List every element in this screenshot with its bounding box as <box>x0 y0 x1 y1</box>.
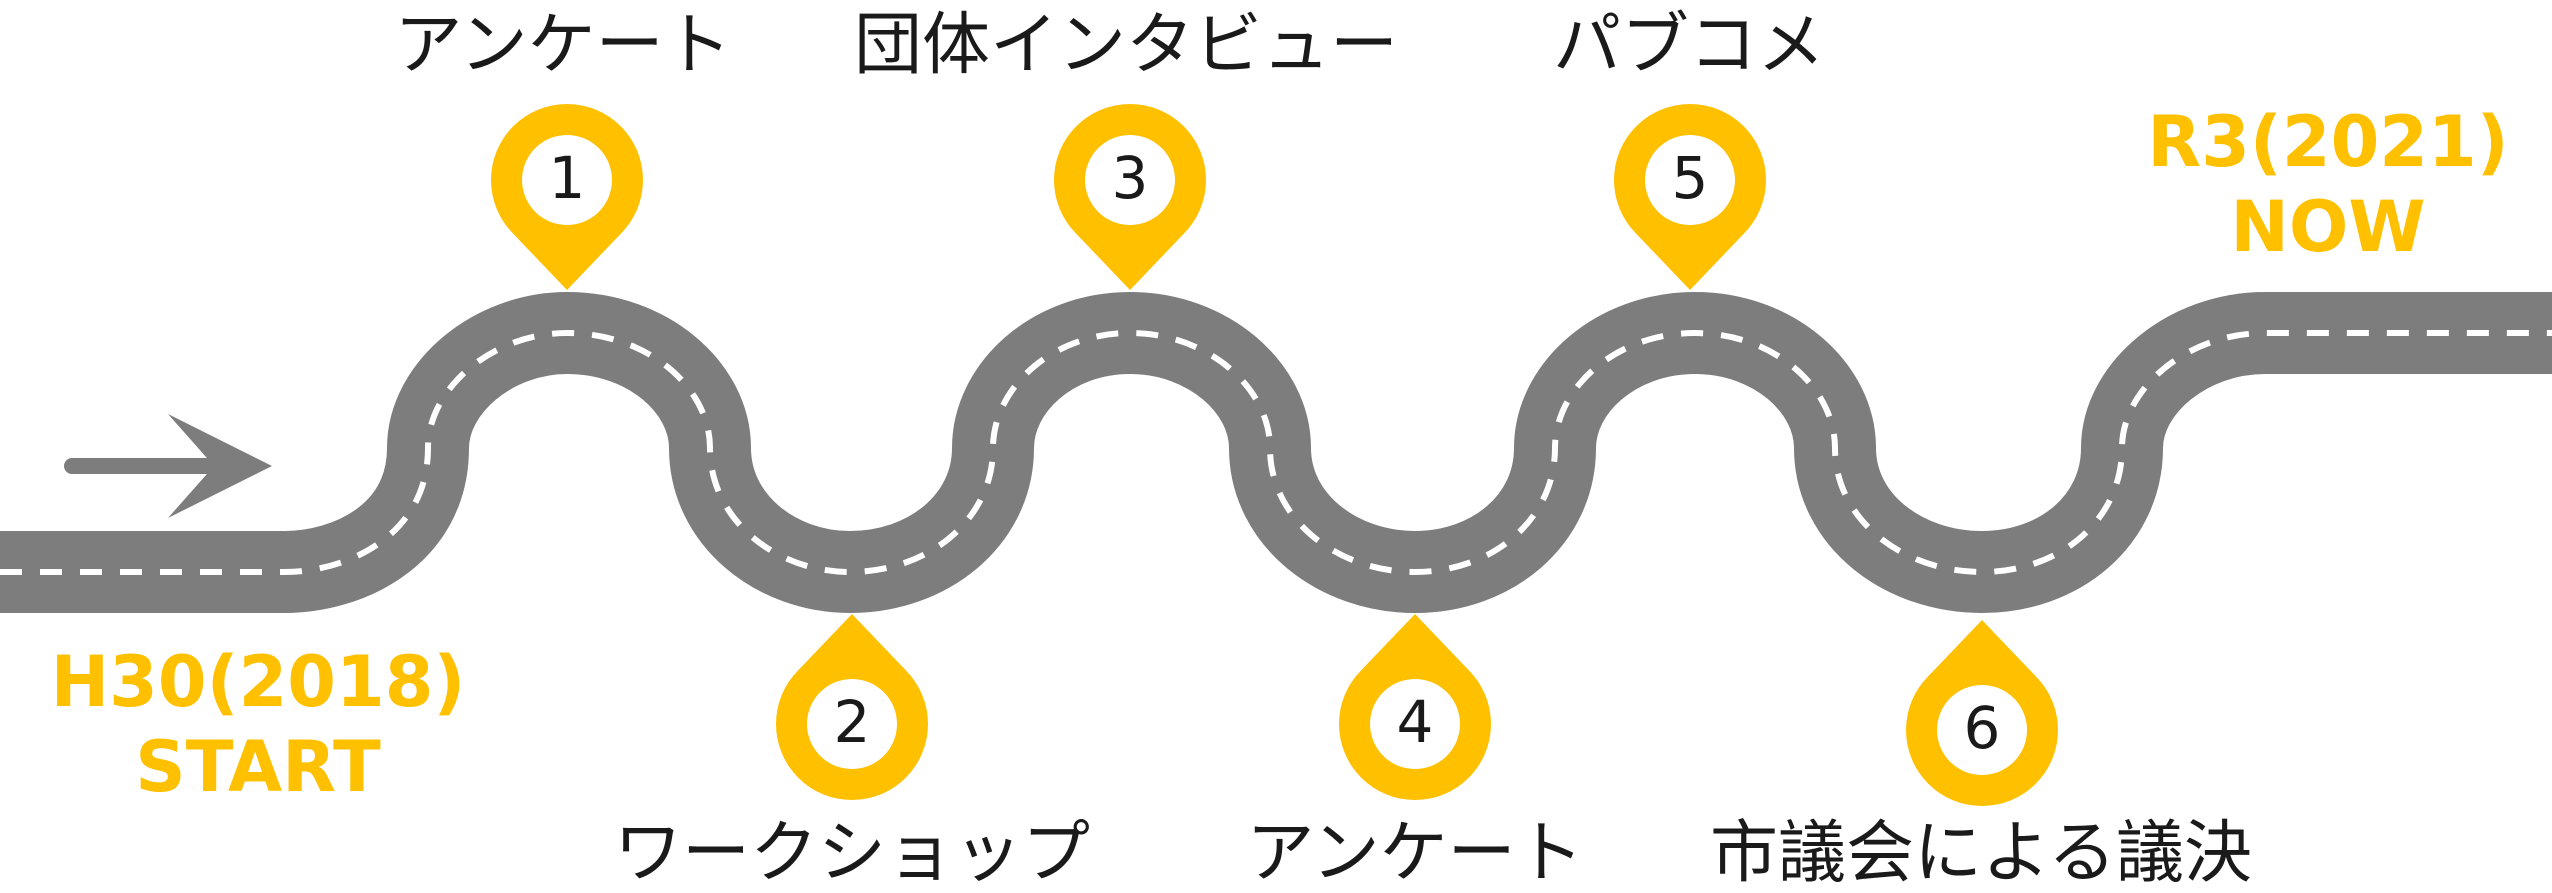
right-arrow-icon <box>64 414 272 518</box>
map-pin-icon: 3 <box>1054 104 1206 290</box>
map-pin-icon: 4 <box>1339 614 1491 800</box>
step-number: 6 <box>1964 694 2001 762</box>
step-number: 3 <box>1112 144 1149 212</box>
end-era: R3(2021) <box>2147 101 2509 183</box>
step-number: 5 <box>1672 144 1709 212</box>
step-number: 2 <box>834 688 871 756</box>
start-label: H30(2018) START <box>51 640 466 811</box>
step-4-label: アンケート <box>1246 814 1584 893</box>
step-3-label: 団体インタビュー <box>853 6 1399 85</box>
start-era: H30(2018) <box>50 641 466 723</box>
map-pin-icon: 1 <box>491 104 643 290</box>
step-number: 4 <box>1397 688 1434 756</box>
road-surface <box>0 292 2552 613</box>
step-2-label: ワークショップ <box>613 814 1091 893</box>
end-status: NOW <box>2230 186 2426 269</box>
step-6-label: 市議会による議決 <box>1710 814 2252 893</box>
map-pin-icon: 5 <box>1614 104 1766 290</box>
start-status: START <box>135 726 381 809</box>
step-number: 1 <box>549 144 586 212</box>
map-pin-icon: 2 <box>776 614 928 800</box>
lane-marking <box>0 329 2552 576</box>
step-5-label: パブコメ <box>1552 6 1826 85</box>
map-pin-icon: 6 <box>1906 620 2058 806</box>
step-1-label: アンケート <box>394 6 732 85</box>
end-label: R3(2021) NOW <box>2147 100 2508 271</box>
